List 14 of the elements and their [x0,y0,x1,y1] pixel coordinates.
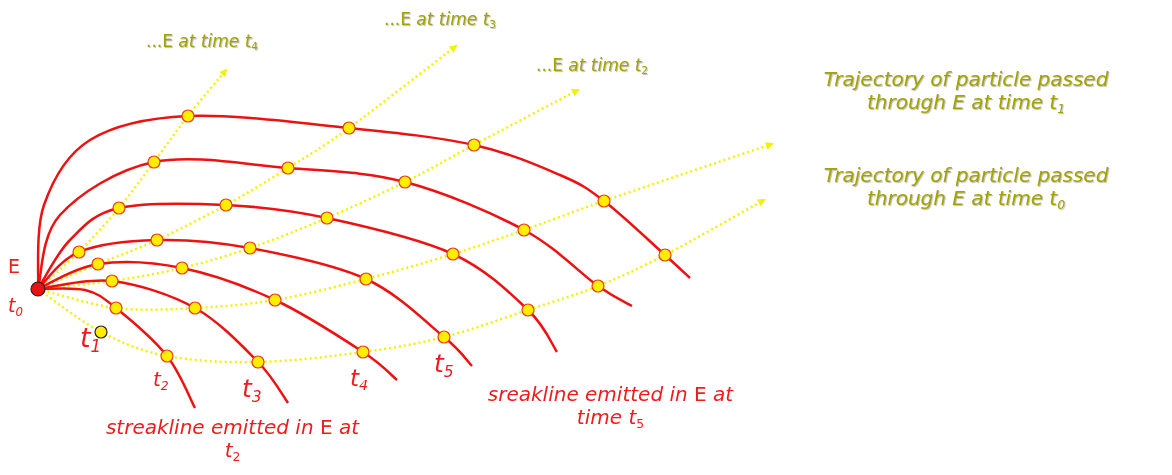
streakline-label: streakline emitted in E at t$_{2}$ [104,416,361,464]
trajectory-label: ...E at time t$_{3}$ [384,10,497,31]
trajectory-label: ...E at time t$_{4}$ [146,32,259,53]
trajectory-label: Trajectory of particle passed through E at time t$_{1}$ [822,68,1110,116]
time-label: t$_{2}$ [153,368,169,393]
time-label: t$_{3}$ [242,375,262,407]
time-label: t$_{0}$ [8,295,23,320]
trajectory-label: ...E at time t$_{2}$ [536,56,649,77]
point-label: E [8,256,20,278]
time-label: t$_{1}$ [80,322,102,357]
time-label: t$_{4}$ [350,365,369,394]
streakline-label: sreakline emitted in E at time t$_{5}$ [486,383,735,431]
time-label: t$_{5}$ [434,350,454,382]
trajectory-label: Trajectory of particle passed through E at time t$_{0}$ [822,164,1110,212]
